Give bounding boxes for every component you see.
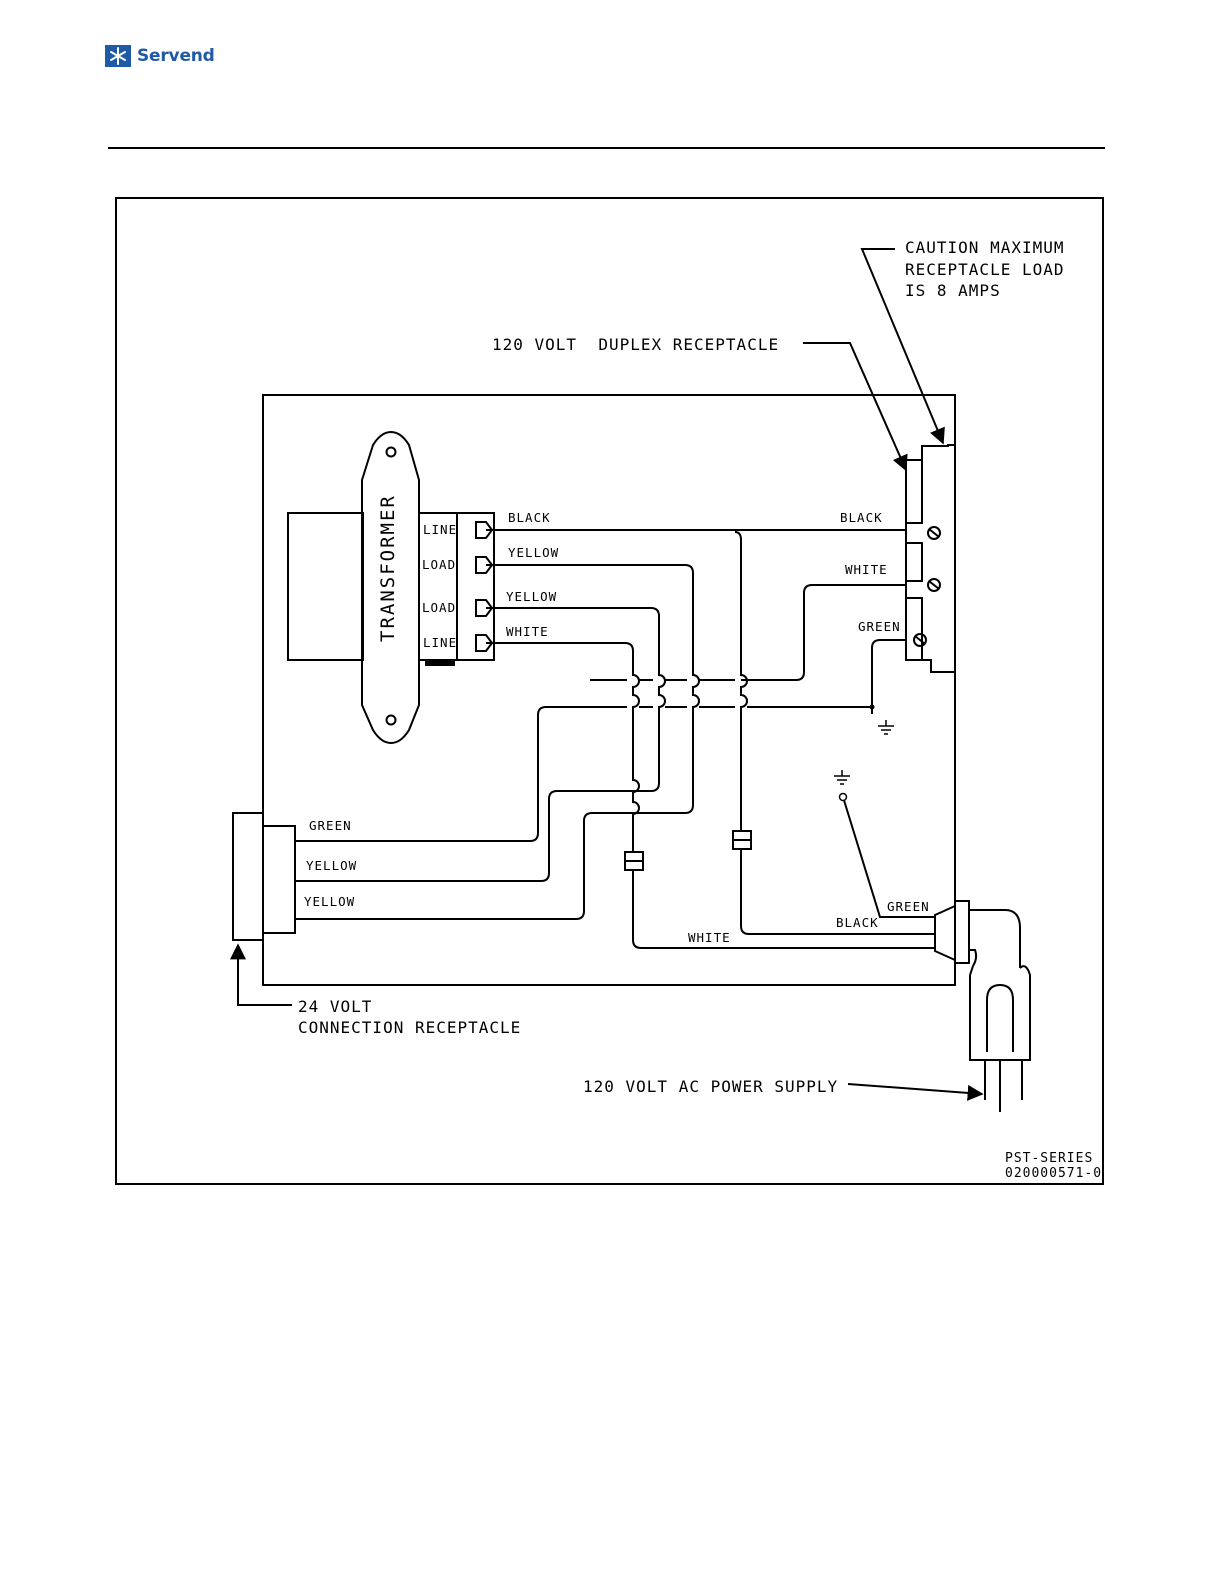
terminal-label: LINE [423, 522, 457, 537]
wire-label: BLACK [840, 510, 883, 525]
drawing-code: 020000571-0 [1005, 1166, 1102, 1181]
caution-label: RECEPTACLE LOAD [905, 260, 1065, 279]
wire-label: GREEN [858, 619, 901, 634]
plug-face [987, 985, 1013, 1052]
ground-symbol-icon [878, 720, 894, 734]
transformer: TRANSFORMER LINE LOAD LOAD LINE [288, 432, 494, 743]
transformer-core [288, 513, 363, 660]
caution-label: IS 8 AMPS [905, 281, 1001, 300]
duplex-receptacle [906, 445, 955, 672]
wire-label: BLACK [836, 915, 879, 930]
wire-white-supply [486, 643, 935, 948]
plug-body [970, 966, 1030, 1060]
leader-arrow [848, 1084, 982, 1094]
receptacle-outlet [906, 460, 922, 523]
power-cord [935, 901, 1030, 1112]
wire-label: WHITE [688, 930, 731, 945]
screw-terminal-icon [928, 579, 940, 591]
screw-terminal-icon [928, 527, 940, 539]
wire-splice-icon [733, 831, 751, 849]
receptacle-outlet [906, 598, 922, 660]
receptacle-outlet [906, 543, 922, 581]
cord-bushing [955, 901, 969, 963]
leader-arrow [238, 945, 292, 1005]
cord-strain-relief [935, 906, 955, 960]
receptacle-plug [263, 826, 295, 933]
wire-label: WHITE [506, 624, 549, 639]
receptacle-housing [233, 813, 263, 940]
duplex-receptacle-label: 120 VOLT DUPLEX RECEPTACLE [492, 335, 779, 354]
transformer-label: TRANSFORMER [377, 494, 399, 642]
low-voltage-label: CONNECTION RECEPTACLE [298, 1018, 521, 1037]
wire-label: BLACK [508, 510, 551, 525]
wire-label: WHITE [845, 562, 888, 577]
wire-green [872, 640, 906, 707]
receptacle-bracket [906, 445, 955, 460]
mount-hole-icon [387, 448, 396, 457]
wire-splice-icon [625, 852, 643, 870]
caution-label: CAUTION MAXIMUM [905, 238, 1065, 257]
low-voltage-receptacle [233, 813, 295, 940]
wire-label: YELLOW [508, 545, 559, 560]
terminal-label: LINE [423, 635, 457, 650]
wire-label: YELLOW [304, 894, 355, 909]
wire-label: GREEN [309, 818, 352, 833]
mount-hole-icon [387, 716, 396, 725]
wire-label: GREEN [887, 899, 930, 914]
wire-label: YELLOW [506, 589, 557, 604]
drawing-code: PST-SERIES [1005, 1151, 1093, 1166]
cord-outline [969, 950, 976, 975]
low-voltage-label: 24 VOLT [298, 997, 372, 1016]
terminal-base [425, 660, 455, 666]
terminal-label: LOAD [422, 600, 456, 615]
ground-symbol-icon [834, 770, 850, 784]
terminal-label: LOAD [422, 557, 456, 572]
power-supply-label: 120 VOLT AC POWER SUPPLY [583, 1077, 838, 1096]
wire-label: YELLOW [306, 858, 357, 873]
screw-terminal-icon [914, 634, 926, 646]
ground-stud-icon [840, 794, 847, 801]
leader-arrow [803, 343, 906, 470]
control-box [263, 395, 955, 985]
